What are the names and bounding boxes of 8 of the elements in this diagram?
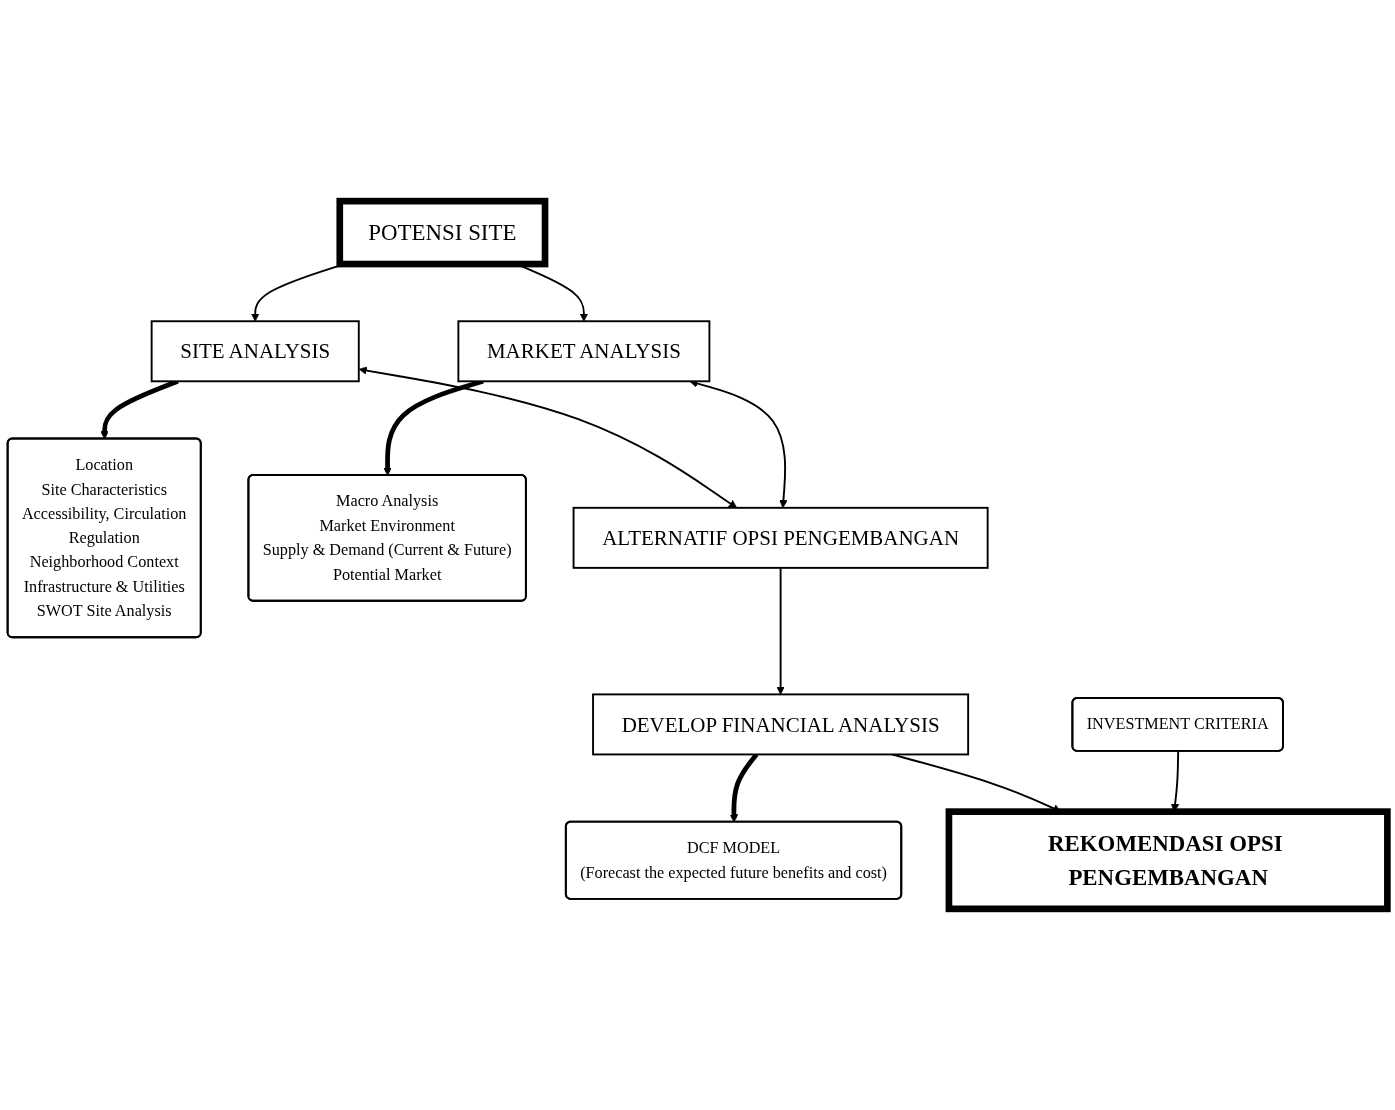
arrow: [776, 566, 785, 695]
node-box: POTENSI SITE: [336, 197, 549, 268]
node-box: ALTERNATIF OPSI PENGEMBANGAN: [572, 506, 989, 569]
arrow: [358, 366, 738, 509]
node-box: MARKET ANALYSIS: [457, 320, 711, 383]
node-box: DEVELOP FINANCIAL ANALYSIS: [592, 693, 970, 756]
node-box: REKOMENDASI OPSI PENGEMBANGAN: [945, 808, 1391, 913]
node-box: SITE ANALYSIS: [150, 320, 360, 383]
